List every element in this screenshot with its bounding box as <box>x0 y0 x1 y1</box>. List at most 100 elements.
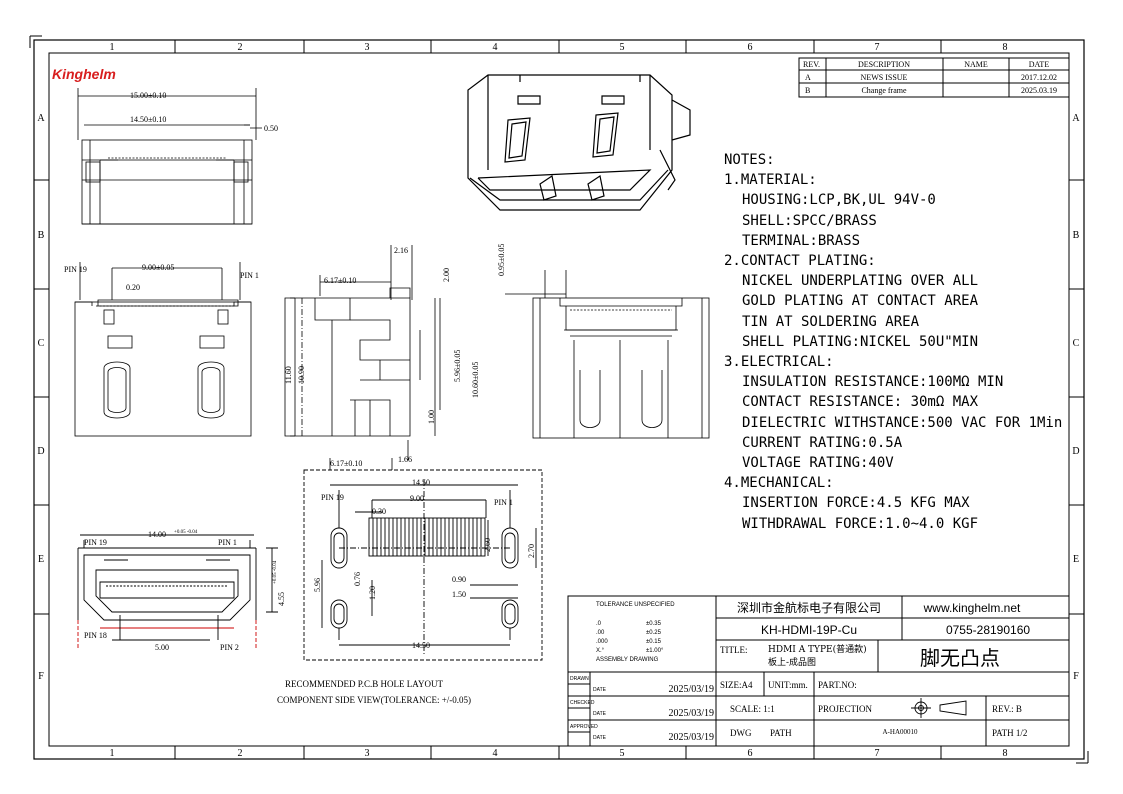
rev-cell: 2025.03.19 <box>1021 86 1057 95</box>
dim-label-v: 4.55 <box>277 592 286 606</box>
brand-logo: Kinghelm <box>52 66 116 82</box>
row-label: D <box>1072 446 1079 457</box>
row-label: B <box>1073 230 1080 241</box>
path-label: PATH <box>770 728 792 738</box>
col-label: 8 <box>1003 748 1008 759</box>
note-line: HOUSING:LCP,BK,UL 94V-0 <box>742 192 936 209</box>
approved-label: APPROVED <box>570 724 598 730</box>
tol-key: .0 <box>596 621 602 627</box>
date-label: DATE <box>593 711 607 717</box>
part-number: KH-HDMI-19P-Cu <box>761 623 857 637</box>
row-label: E <box>38 554 44 565</box>
col-label: 4 <box>493 748 498 759</box>
pcb-caption-1: RECOMMENDED P.C.B HOLE LAYOUT <box>285 679 443 689</box>
notes-block: NOTES: 1.MATERIAL: HOUSING:LCP,BK,UL 94V-… <box>724 150 1084 534</box>
dim-label: 6.17±0.10 <box>324 276 356 285</box>
dwg-label: DWG <box>730 728 752 738</box>
pin-label: PIN 1 <box>240 271 259 280</box>
dwg-number: A-HA00010 <box>883 728 918 736</box>
pin-label: PIN 18 <box>84 631 107 640</box>
dim-label-v: 2.60 <box>483 538 492 552</box>
col-label: 7 <box>875 42 880 53</box>
col-label: 5 <box>620 42 625 53</box>
dim-label: 6.17±0.10 <box>330 459 362 468</box>
note-line: 1.MATERIAL: <box>724 172 817 189</box>
size-label: SIZE:A4 <box>720 680 753 690</box>
pin-label: PIN 19 <box>321 493 344 502</box>
approved-date: 2025/03/19 <box>668 732 714 743</box>
dim-label: 0.90 <box>452 575 466 584</box>
assembly-label: ASSEMBLY DRAWING <box>596 657 659 663</box>
dim-label: 14.50±0.10 <box>130 115 166 124</box>
checked-label: CHECKED <box>570 700 595 706</box>
rev-cell: NEWS ISSUE <box>861 73 908 82</box>
company-phone: 0755-28190160 <box>946 623 1030 637</box>
dim-label-v: +0.05 -0.04 <box>273 560 278 584</box>
row-label: C <box>38 338 45 349</box>
dim-label: 0.30 <box>372 507 386 516</box>
note-line: NICKEL UNDERPLATING OVER ALL <box>742 273 979 290</box>
scale-label: SCALE: 1:1 <box>730 704 775 714</box>
note-line: 4.MECHANICAL: <box>724 475 834 492</box>
dim-label: 5.00 <box>155 643 169 652</box>
title-label: TITLE: <box>720 645 748 655</box>
path-number: PATH 1/2 <box>992 728 1027 738</box>
pin-label: PIN 19 <box>64 265 87 274</box>
notes-heading: NOTES: <box>724 152 775 168</box>
dim-label: 0.20 <box>126 283 140 292</box>
dim-label-v: 10.60±0.05 <box>471 362 480 398</box>
row-label: F <box>1073 671 1079 682</box>
row-label: A <box>37 113 45 124</box>
rev-cell: Change frame <box>861 86 907 95</box>
dim-label-v: 0.95±0.05 <box>497 244 506 276</box>
note-line: TIN AT SOLDERING AREA <box>742 313 920 330</box>
title-big: 脚无凸点 <box>920 646 1000 670</box>
dim-label: 9.00±0.05 <box>142 263 174 272</box>
dim-label-v: 11.60 <box>284 366 293 384</box>
partno-label: PART.NO: <box>818 680 857 690</box>
note-line: INSULATION RESISTANCE:100MΩ MIN <box>742 374 1004 391</box>
note-line: DIELECTRIC WITHSTANCE:500 VAC FOR 1Min <box>742 414 1063 431</box>
note-line: SHELL:SPCC/BRASS <box>742 212 877 229</box>
note-line: VOLTAGE RATING:40V <box>742 455 894 472</box>
rev-cell: B <box>805 86 810 95</box>
note-line: SHELL PLATING:NICKEL 50U"MIN <box>742 333 979 350</box>
dim-label-v: 5.96±0.05 <box>453 350 462 382</box>
note-line: CONTACT RESISTANCE: 30mΩ MAX <box>742 394 979 411</box>
rev-header: DATE <box>1029 60 1050 69</box>
dim-label-v: 2.70 <box>527 544 536 558</box>
dim-label-v: 2.00 <box>442 268 451 282</box>
col-label: 3 <box>365 42 370 53</box>
col-label: 2 <box>238 42 243 53</box>
dim-label: 14.50 <box>412 641 430 650</box>
note-line: TERMINAL:BRASS <box>742 232 861 249</box>
note-line: WITHDRAWAL FORCE:1.0~4.0 KGF <box>742 515 979 532</box>
dim-label: 9.00 <box>410 494 424 503</box>
date-label: DATE <box>593 735 607 741</box>
col-label: 6 <box>748 748 753 759</box>
col-label: 2 <box>238 748 243 759</box>
tol-key: .00 <box>596 630 605 636</box>
note-line: 2.CONTACT PLATING: <box>724 253 876 270</box>
dim-label: 15.00±0.10 <box>130 91 166 100</box>
checked-date: 2025/03/19 <box>668 708 714 719</box>
pcb-caption-2: COMPONENT SIDE VIEW(TOLERANCE: +/-0.05) <box>277 695 471 705</box>
row-label: B <box>38 230 45 241</box>
title-line-1: HDMI A TYPE(普通款) <box>768 643 867 655</box>
company-name: 深圳市金航标电子有限公司 <box>737 600 881 615</box>
pin-label: PIN 1 <box>494 498 513 507</box>
tol-key: X.° <box>596 648 605 654</box>
dim-label: 14.50 <box>412 478 430 487</box>
row-label: F <box>38 671 44 682</box>
row-label: D <box>37 446 44 457</box>
dim-label-v: 5.96 <box>313 578 322 592</box>
col-label: 8 <box>1003 42 1008 53</box>
col-label: 1 <box>110 748 115 759</box>
col-label: 4 <box>493 42 498 53</box>
rev-label: REV.: B <box>992 704 1022 714</box>
row-label: C <box>1073 338 1080 349</box>
dim-label-v: 10.90 <box>297 366 306 384</box>
projection-label: PROJECTION <box>818 704 873 714</box>
rev-header: NAME <box>964 60 988 69</box>
